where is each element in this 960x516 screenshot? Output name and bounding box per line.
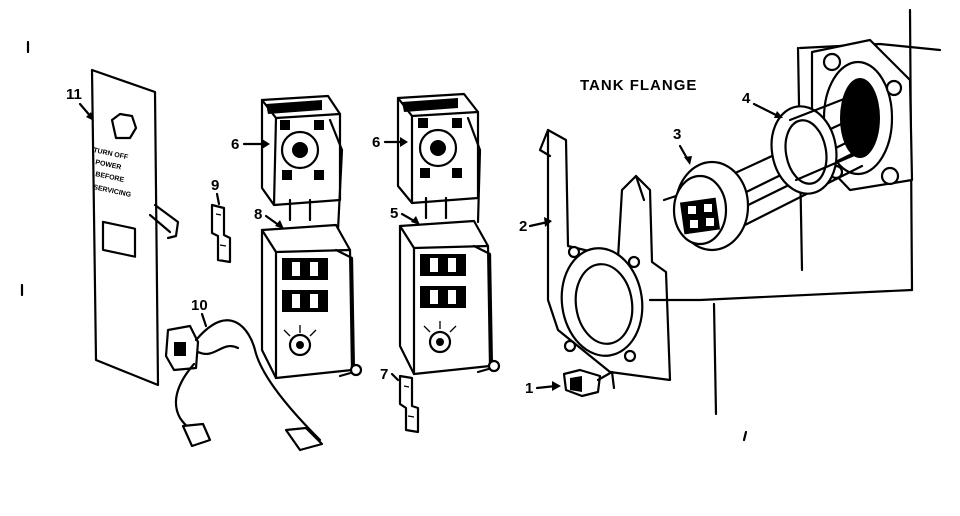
label-part-3: 3 <box>673 126 681 143</box>
label-part-11: 11 <box>66 86 82 103</box>
label-part-1: 1 <box>525 380 533 397</box>
part-6a-thermostat <box>260 94 344 232</box>
knob-opening <box>110 112 138 140</box>
label-part-5: 5 <box>390 205 398 222</box>
label-part-9: 9 <box>211 177 219 194</box>
part-9-clip <box>210 203 232 264</box>
label-part-4: 4 <box>742 90 751 107</box>
part-3-heating-element <box>662 118 864 252</box>
label-part-10: 10 <box>191 297 208 314</box>
part-2-mounting-bracket <box>538 128 672 382</box>
label-part-6b: 6 <box>372 134 380 151</box>
part-5-thermostat <box>398 219 501 376</box>
part-6b-thermostat <box>396 92 482 224</box>
part-11-access-cover: TURN OFF POWER BEFORE SERVICING <box>90 68 180 387</box>
part-7-clip <box>398 374 420 434</box>
label-part-7: 7 <box>380 366 388 383</box>
part-4-gasket <box>770 90 868 195</box>
part-10-wire-harness <box>164 319 324 452</box>
cover-window <box>101 220 137 258</box>
label-part-2: 2 <box>519 218 527 235</box>
part-8-thermostat <box>260 223 363 380</box>
part-1-screw <box>562 368 616 398</box>
label-part-6a: 6 <box>231 136 239 153</box>
label-part-8: 8 <box>254 206 262 223</box>
tank-flange-title: TANK FLANGE <box>580 77 697 94</box>
